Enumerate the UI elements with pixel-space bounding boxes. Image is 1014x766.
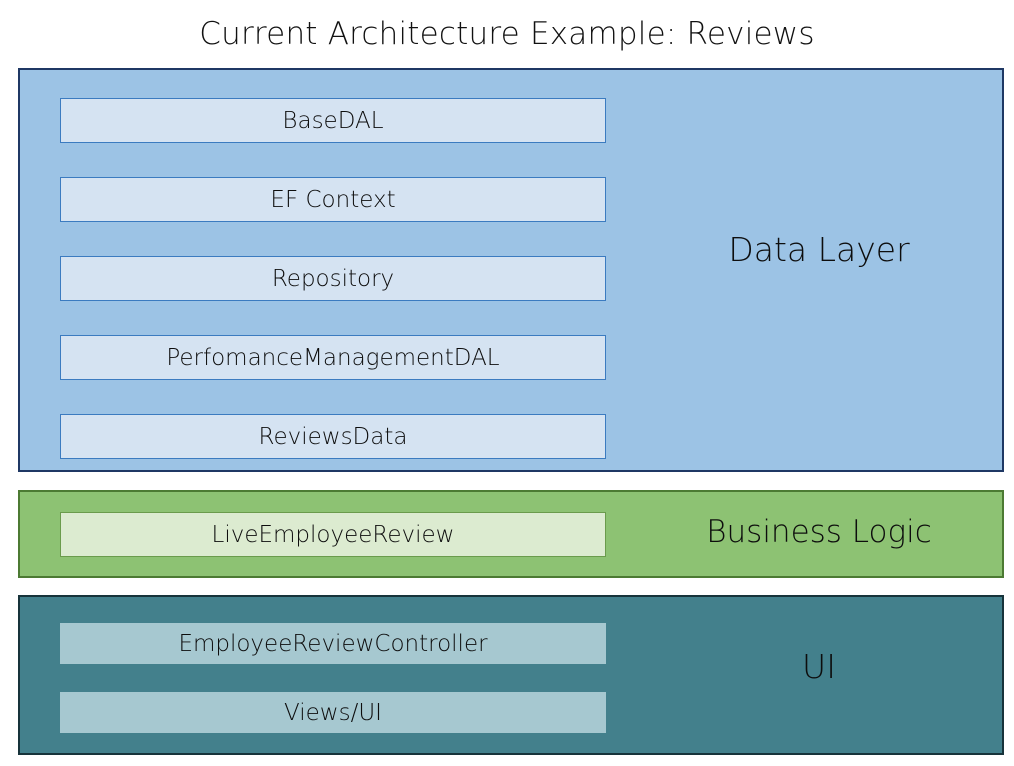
page-title: Current Architecture Example: Reviews <box>199 16 815 52</box>
component-repository[interactable]: Repository <box>60 256 606 301</box>
layer-label-ui: UI <box>802 647 836 686</box>
layer-data: BaseDAL EF Context Repository Perfomance… <box>18 68 1004 472</box>
component-ef-context[interactable]: EF Context <box>60 177 606 222</box>
layer-label-business-logic: Business Logic <box>706 514 932 550</box>
component-perfomance-management-dal[interactable]: PerfomanceManagementDAL <box>60 335 606 380</box>
component-base-dal[interactable]: BaseDAL <box>60 98 606 143</box>
layer-ui: EmployeeReviewController Views/UI UI <box>18 595 1004 755</box>
layer-business-logic: LiveEmployeeReview Business Logic <box>18 490 1004 578</box>
component-live-employee-review[interactable]: LiveEmployeeReview <box>60 512 606 557</box>
component-views-ui[interactable]: Views/UI <box>60 692 606 733</box>
component-reviews-data[interactable]: ReviewsData <box>60 414 606 459</box>
layer-label-data: Data Layer <box>728 230 910 269</box>
component-employee-review-controller[interactable]: EmployeeReviewController <box>60 623 606 664</box>
